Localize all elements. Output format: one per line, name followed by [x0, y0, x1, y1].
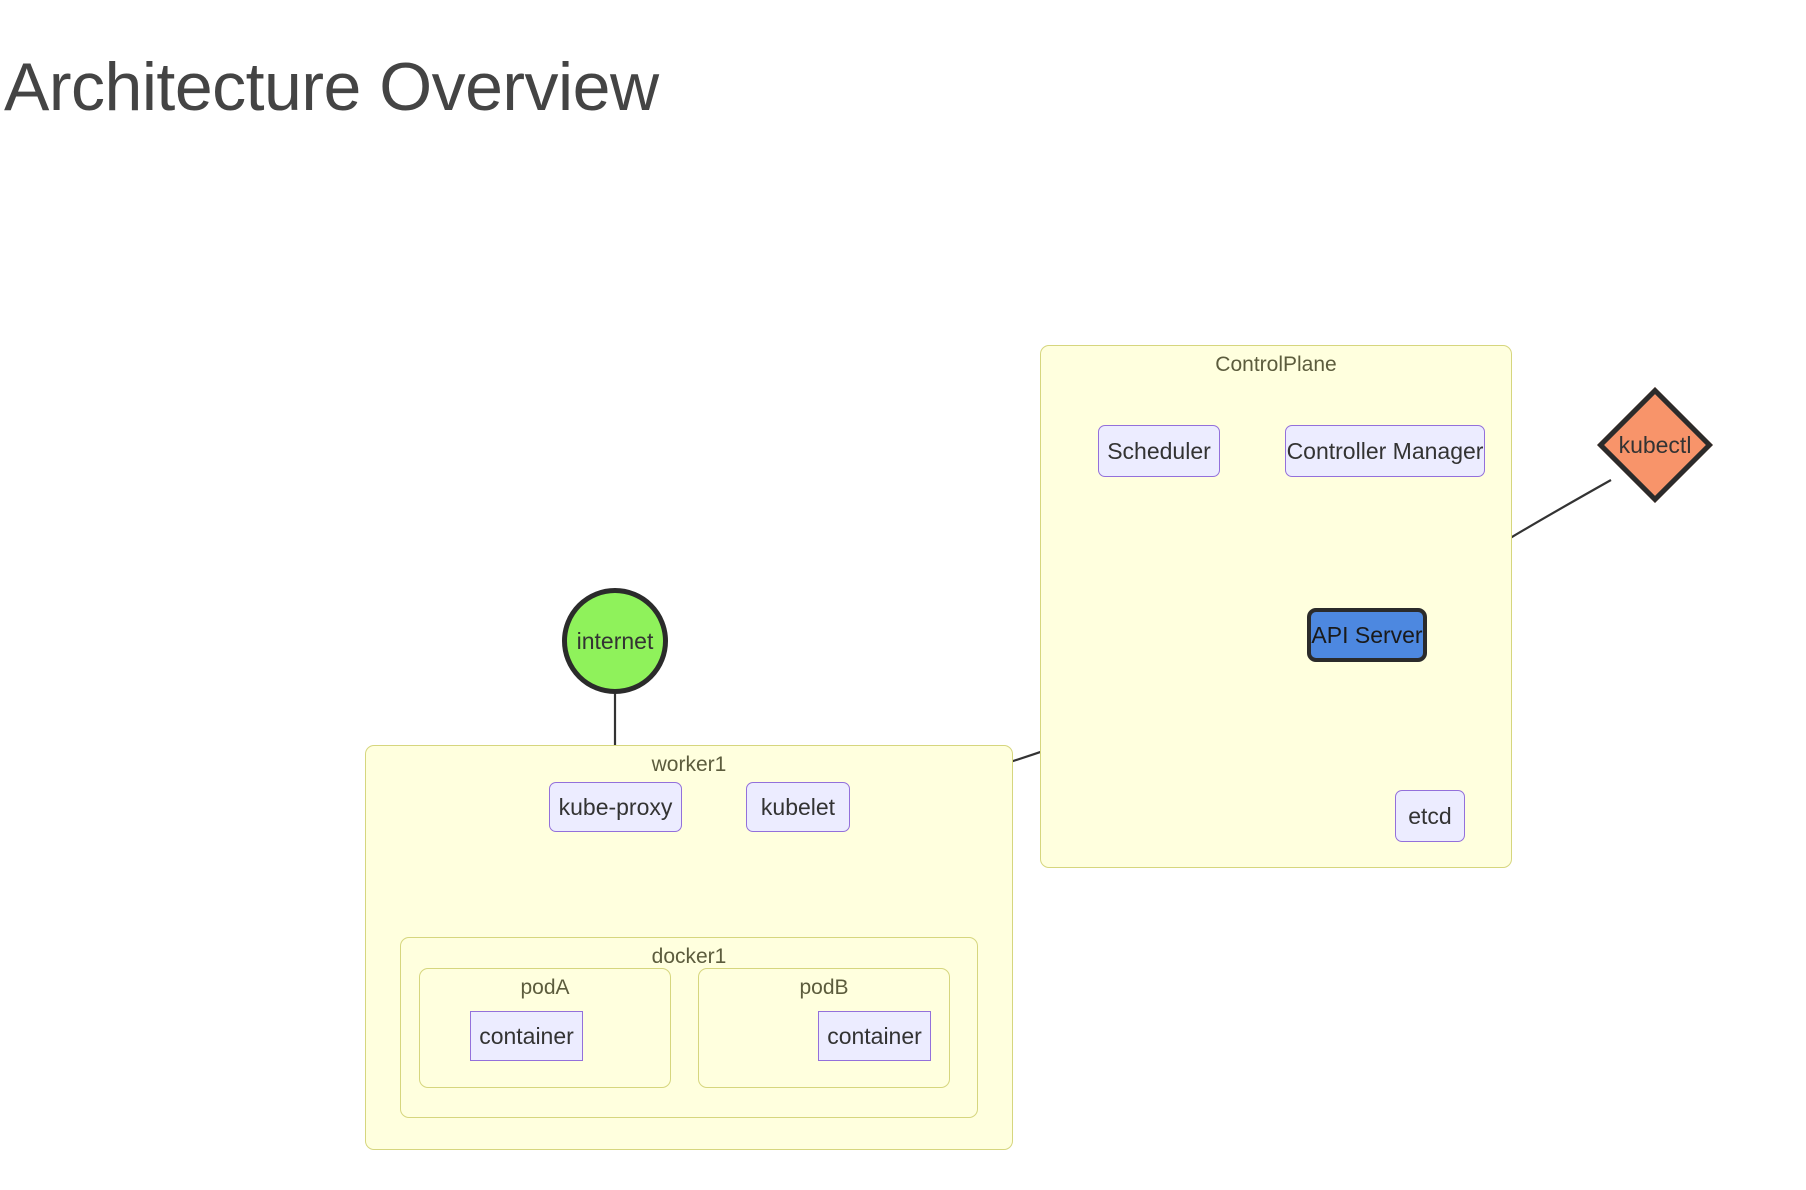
- node-label-kube-proxy: kube-proxy: [558, 793, 673, 820]
- node-label-container-b: container: [827, 1022, 922, 1049]
- node-container-b[interactable]: container: [818, 1011, 931, 1061]
- node-label-api-server: API Server: [1311, 621, 1423, 648]
- cluster-label-docker1: docker1: [651, 945, 727, 968]
- node-label-container-a: container: [479, 1022, 574, 1049]
- node-kubectl[interactable]: kubectl: [1590, 380, 1720, 510]
- cluster-label-controlplane: ControlPlane: [1215, 353, 1337, 376]
- node-label-kubectl: kubectl: [1618, 431, 1692, 458]
- node-kube-proxy[interactable]: kube-proxy: [549, 782, 682, 832]
- node-etcd[interactable]: etcd: [1395, 790, 1465, 842]
- cluster-label-podb: podB: [799, 976, 849, 999]
- node-controller-manager[interactable]: Controller Manager: [1285, 425, 1485, 477]
- node-container-a[interactable]: container: [470, 1011, 583, 1061]
- node-label-internet: internet: [576, 627, 654, 654]
- page-title: Architecture Overview: [4, 48, 659, 125]
- node-label-scheduler: Scheduler: [1107, 437, 1211, 464]
- node-label-etcd: etcd: [1408, 802, 1452, 829]
- node-kubelet[interactable]: kubelet: [746, 782, 850, 832]
- cluster-label-poda: podA: [520, 976, 570, 999]
- node-scheduler[interactable]: Scheduler: [1098, 425, 1220, 477]
- node-internet[interactable]: internet: [562, 588, 668, 694]
- node-api-server[interactable]: API Server: [1307, 608, 1427, 662]
- node-label-kubelet: kubelet: [760, 793, 836, 820]
- cluster-label-worker1: worker1: [651, 753, 727, 776]
- node-label-controller-manager: Controller Manager: [1286, 437, 1484, 464]
